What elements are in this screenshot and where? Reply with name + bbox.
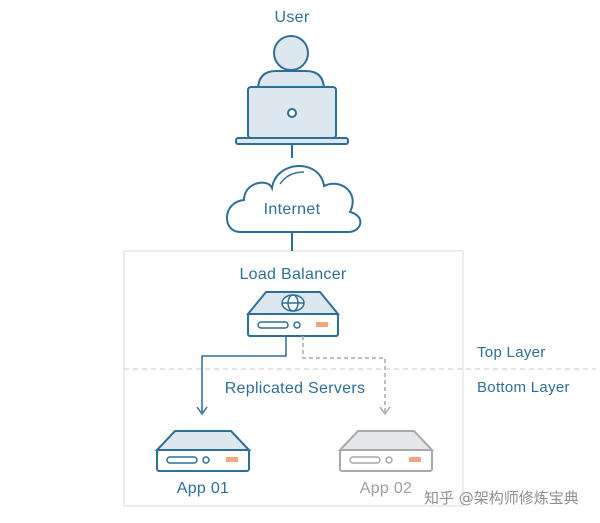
connector-lb-app01 [201,336,287,412]
watermark-text: 知乎 @架构师修炼宝典 [424,489,579,507]
system-boundary-box [123,250,464,507]
app02-server-icon [337,430,435,472]
bottom-layer-label: Bottom Layer [477,379,570,396]
cloud-icon [226,165,362,233]
load-balancer-server-icon [245,291,341,337]
user-label: User [275,9,310,26]
laptop-icon [235,86,349,145]
load-balancer-label: Load Balancer [239,266,346,283]
cloud-highlight-icon [279,171,305,185]
globe-icon [281,294,305,312]
user-icon [256,35,326,91]
internet-label: Internet [264,201,321,218]
app02-label: App 02 [360,480,413,497]
top-layer-label: Top Layer [477,344,546,361]
arrowhead-app01-icon [196,406,208,416]
replicated-servers-label: Replicated Servers [225,380,366,397]
arrowhead-app02-icon [379,406,391,416]
connector-lb-app02 [302,336,386,412]
app01-server-icon [154,430,252,472]
app01-label: App 01 [177,480,230,497]
